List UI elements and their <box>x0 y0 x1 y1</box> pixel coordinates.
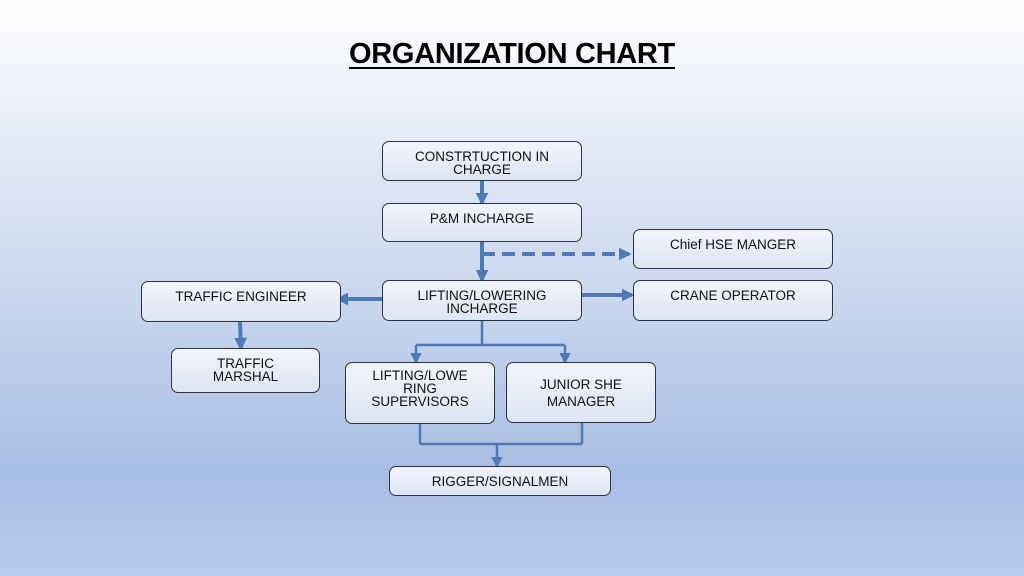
node-label: Chief HSE MANGER <box>669 237 797 252</box>
node-traffic-marshal: TRAFFIC MARSHAL <box>171 348 320 393</box>
node-label: LIFTING/LOWE RING SUPERVISORS <box>371 368 469 409</box>
arrow-to-traffic-marshal <box>234 321 248 351</box>
node-label: JUNIOR SHE MANAGER <box>540 376 622 409</box>
node-label: RIGGER/SIGNALMEN <box>431 474 569 489</box>
node-label: LIFTING/LOWERING INCHARGE <box>417 288 547 316</box>
node-junior-she-manager: JUNIOR SHE MANAGER <box>506 362 656 423</box>
node-lifting-lowering-incharge: LIFTING/LOWERING INCHARGE <box>382 280 582 321</box>
node-label: CRANE OPERATOR <box>670 288 796 303</box>
chart-title: ORGANIZATION CHART <box>349 38 675 70</box>
node-construction-in-charge: CONSTRTUCTION IN CHARGE <box>382 141 582 181</box>
node-lifting-lowering-supervisors: LIFTING/LOWE RING SUPERVISORS <box>345 362 495 424</box>
node-pm-incharge: P&M INCHARGE <box>382 203 582 242</box>
node-traffic-engineer: TRAFFIC ENGINEER <box>141 281 341 322</box>
node-label: CONSTRTUCTION IN CHARGE <box>415 149 549 177</box>
node-label: TRAFFIC ENGINEER <box>175 289 307 304</box>
node-rigger-signalmen: RIGGER/SIGNALMEN <box>389 466 611 496</box>
node-crane-operator: CRANE OPERATOR <box>633 280 833 321</box>
node-label: TRAFFIC MARSHAL <box>212 356 279 384</box>
node-label: P&M INCHARGE <box>429 211 535 226</box>
node-chief-hse-manager: Chief HSE MANGER <box>633 229 833 269</box>
